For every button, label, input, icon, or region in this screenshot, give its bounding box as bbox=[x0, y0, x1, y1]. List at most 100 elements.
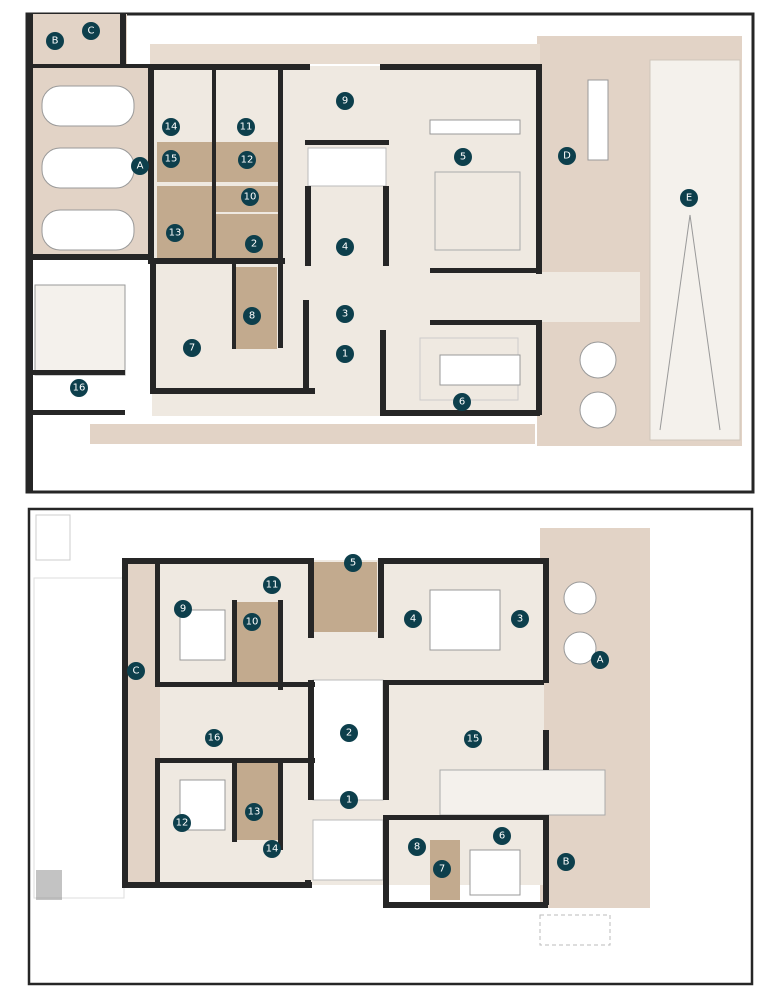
marker-label: 12 bbox=[176, 818, 189, 829]
ground-floor-room-marker: 6 bbox=[453, 393, 471, 411]
marker-circle bbox=[243, 307, 261, 325]
ground-floor-room-marker: 9 bbox=[336, 92, 354, 110]
upper-floor-room-marker: 16 bbox=[205, 729, 223, 747]
marker-label: 6 bbox=[499, 831, 505, 842]
marker-label: 4 bbox=[410, 614, 416, 625]
car-icons bbox=[41, 85, 135, 251]
marker-circle bbox=[336, 305, 354, 323]
marker-label: 8 bbox=[414, 842, 420, 853]
upper-floor-room-marker: 12 bbox=[173, 814, 191, 832]
marker-label: 10 bbox=[246, 617, 259, 628]
marker-label: 4 bbox=[342, 242, 348, 253]
marker-circle bbox=[183, 339, 201, 357]
ground-floor-room-marker: C bbox=[82, 22, 100, 40]
marker-label: E bbox=[686, 193, 692, 204]
marker-circle bbox=[263, 576, 281, 594]
marker-label: A bbox=[597, 655, 604, 666]
upper-floor-room-marker: B bbox=[557, 853, 575, 871]
marker-circle bbox=[263, 840, 281, 858]
ground-floor-room-marker: B bbox=[46, 32, 64, 50]
marker-circle bbox=[162, 150, 180, 168]
marker-label: 6 bbox=[459, 397, 465, 408]
lounge-chair-icon bbox=[563, 581, 597, 615]
marker-circle bbox=[131, 157, 149, 175]
marker-circle bbox=[173, 814, 191, 832]
bed-icon bbox=[469, 849, 521, 896]
marker-circle bbox=[174, 600, 192, 618]
ground-floor-room-marker: 16 bbox=[70, 379, 88, 397]
dining-table-icon bbox=[587, 79, 609, 161]
upper-floor-room-marker: A bbox=[591, 651, 609, 669]
marker-label: 15 bbox=[165, 154, 178, 165]
marker-circle bbox=[245, 803, 263, 821]
marker-label: 15 bbox=[467, 734, 480, 745]
ground-floor-room-marker: 7 bbox=[183, 339, 201, 357]
upper-floor-room-marker: 15 bbox=[464, 730, 482, 748]
marker-circle bbox=[205, 729, 223, 747]
marker-circle bbox=[237, 118, 255, 136]
marker-circle bbox=[404, 610, 422, 628]
marker-circle bbox=[46, 32, 64, 50]
marker-label: 16 bbox=[73, 383, 86, 394]
marker-label: 3 bbox=[517, 614, 523, 625]
upper-floor-room-marker: 4 bbox=[404, 610, 422, 628]
kitchen-island-icon bbox=[429, 119, 521, 135]
marker-label: 7 bbox=[189, 343, 195, 354]
ground-floor-room-marker: 2 bbox=[245, 235, 263, 253]
marker-circle bbox=[243, 613, 261, 631]
marker-label: 1 bbox=[342, 349, 348, 360]
marker-label: 1 bbox=[346, 795, 352, 806]
marker-label: 12 bbox=[241, 155, 254, 166]
marker-circle bbox=[511, 610, 529, 628]
ground-floor-room-marker: 5 bbox=[454, 148, 472, 166]
upper-floor-room-marker: 5 bbox=[344, 554, 362, 572]
marker-circle bbox=[557, 853, 575, 871]
marker-label: 2 bbox=[346, 728, 352, 739]
marker-label: 8 bbox=[249, 311, 255, 322]
walls bbox=[122, 558, 549, 908]
ground-floor-room-marker: D bbox=[558, 147, 576, 165]
marker-label: 14 bbox=[165, 122, 178, 133]
upper-floor-room-marker: 6 bbox=[493, 827, 511, 845]
marker-circle bbox=[340, 791, 358, 809]
bed-icon bbox=[179, 609, 226, 661]
marker-label: D bbox=[563, 151, 571, 162]
terrace-a bbox=[540, 528, 650, 908]
marker-circle bbox=[408, 838, 426, 856]
upper-floor-room-marker: C bbox=[127, 662, 145, 680]
ground-floor-room-marker: 14 bbox=[162, 118, 180, 136]
marker-circle bbox=[166, 224, 184, 242]
marker-circle bbox=[454, 148, 472, 166]
ground-floor-room-marker: 8 bbox=[243, 307, 261, 325]
lounge-chair-icon bbox=[563, 631, 597, 665]
marker-label: C bbox=[133, 666, 140, 677]
upper-floor-room-marker: 14 bbox=[263, 840, 281, 858]
marker-circle bbox=[70, 379, 88, 397]
ground-floor-room-marker: 10 bbox=[241, 188, 259, 206]
upper-floor-room-marker: 3 bbox=[511, 610, 529, 628]
marker-label: 3 bbox=[342, 309, 348, 320]
marker-circle bbox=[162, 118, 180, 136]
marker-label: B bbox=[52, 36, 59, 47]
marker-circle bbox=[433, 860, 451, 878]
upper-floor-room-marker: 7 bbox=[433, 860, 451, 878]
ground-floor-room-marker: 13 bbox=[166, 224, 184, 242]
marker-label: 10 bbox=[244, 192, 257, 203]
marker-circle bbox=[591, 651, 609, 669]
ground-floor-room-marker: 11 bbox=[237, 118, 255, 136]
marker-circle bbox=[127, 662, 145, 680]
ground-floor-room-marker: 4 bbox=[336, 238, 354, 256]
upper-floor-room-marker: 8 bbox=[408, 838, 426, 856]
walls bbox=[27, 14, 542, 492]
marker-label: 5 bbox=[350, 558, 356, 569]
upper-floor-plan bbox=[27, 507, 754, 986]
upper-floor-room-marker: 1 bbox=[340, 791, 358, 809]
marker-circle bbox=[238, 151, 256, 169]
bed-icon bbox=[429, 589, 501, 651]
marker-circle bbox=[493, 827, 511, 845]
marker-label: 11 bbox=[240, 122, 253, 133]
marker-label: C bbox=[88, 26, 95, 37]
marker-circle bbox=[336, 345, 354, 363]
marker-label: 14 bbox=[266, 844, 279, 855]
